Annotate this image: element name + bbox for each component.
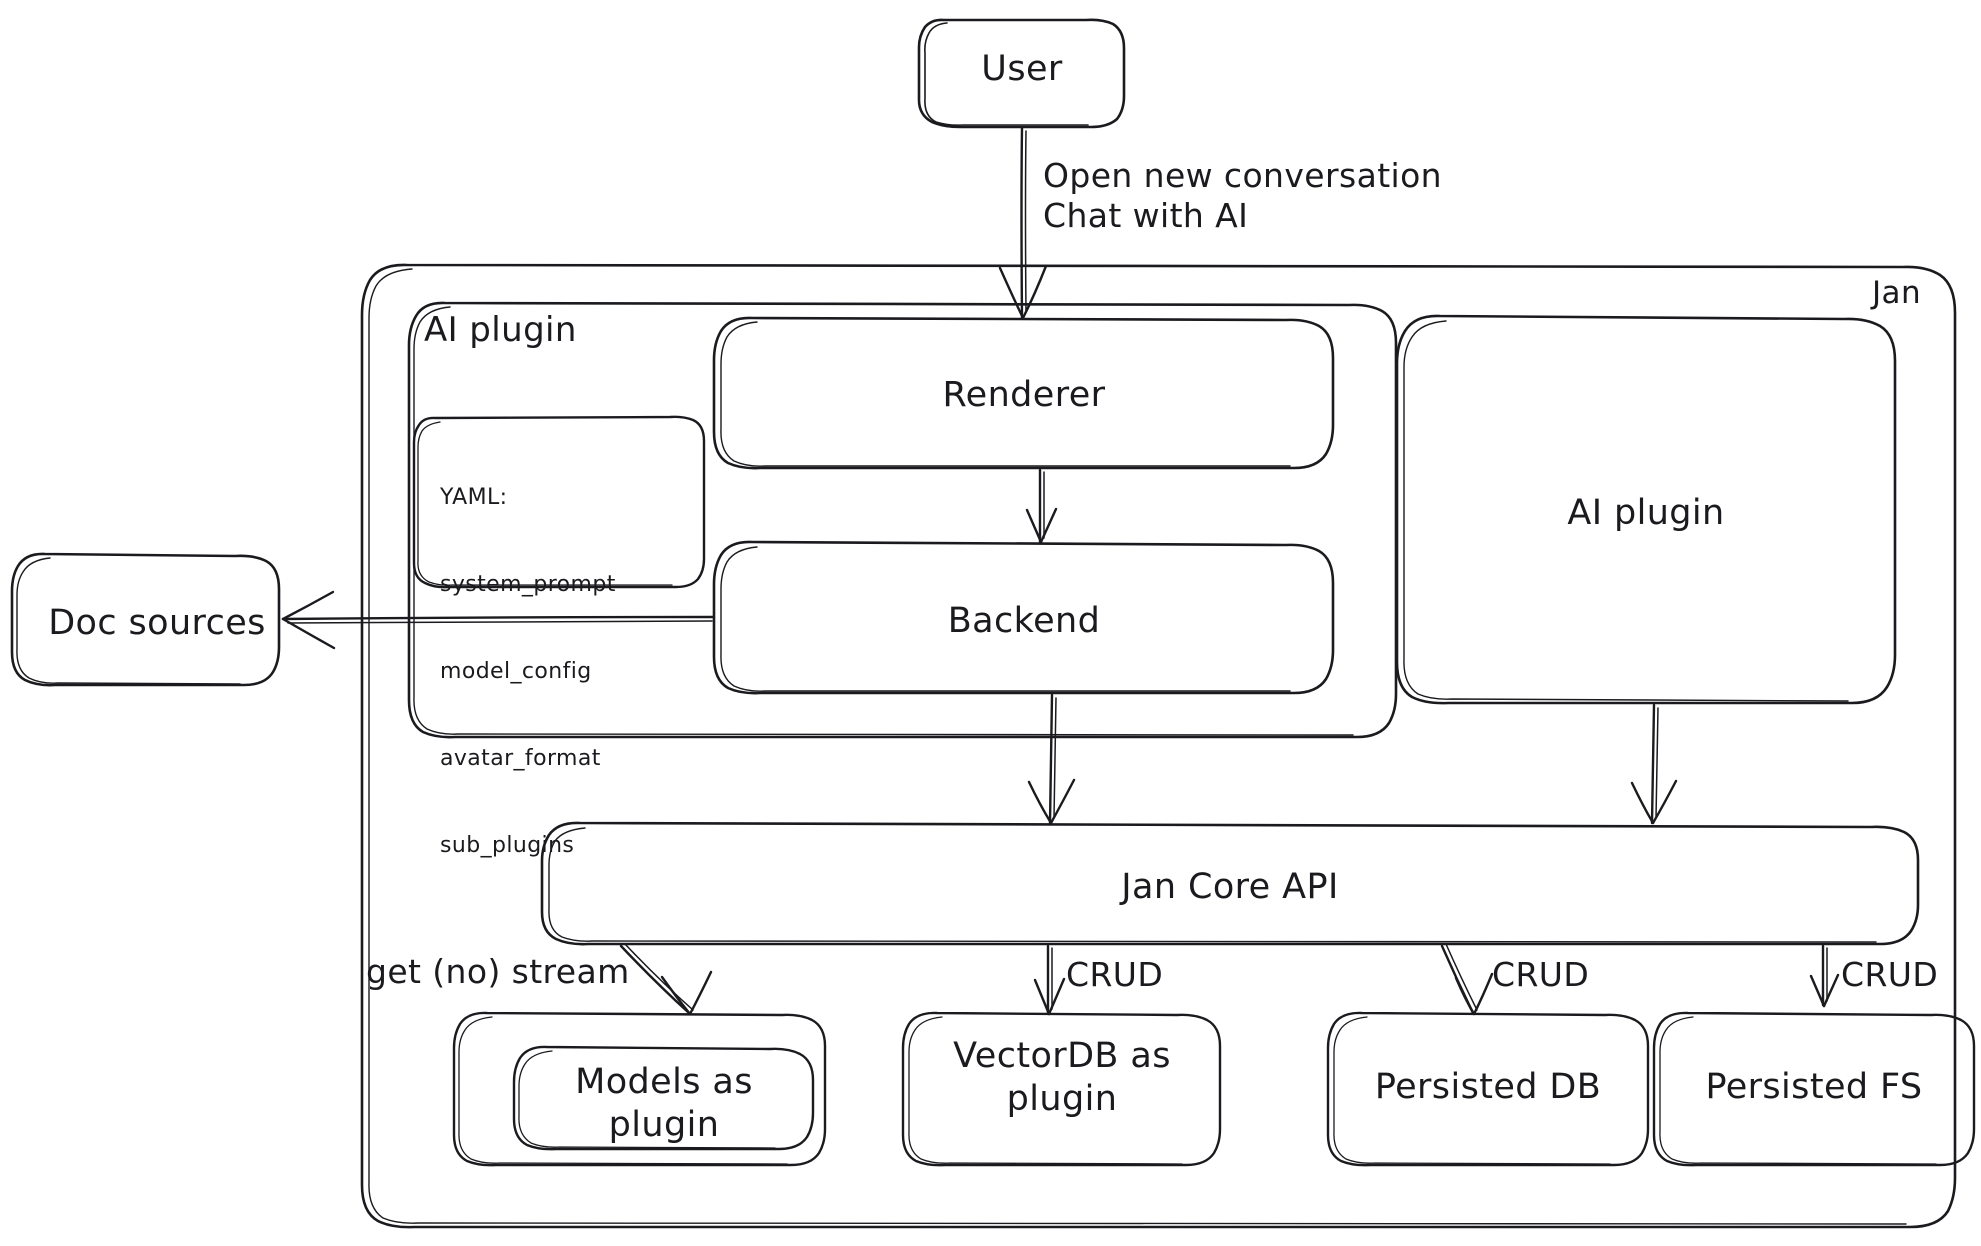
jan-container-shape [360, 263, 1957, 1229]
arrow-backend-to-doc-sources [281, 590, 716, 650]
vectordb-plugin-label: VectorDB as plugin [953, 1036, 1171, 1119]
arrow-core-to-models [619, 943, 713, 1016]
arrow-backend-to-core [1027, 693, 1076, 825]
backend-node-label: Backend [947, 601, 1101, 641]
models-plugin-back-box-shape [452, 1011, 827, 1167]
models-plugin-front-box-shape [512, 1045, 815, 1151]
yaml-key-avatar-format: avatar_format [440, 746, 601, 772]
doc-sources-label: Doc sources [48, 603, 266, 643]
arrow-core-to-vectordb [1033, 944, 1066, 1016]
edge-label-core-to-persisted-fs: CRUD [1841, 955, 1939, 994]
edge-label-core-to-persisted-db: CRUD [1492, 955, 1590, 994]
edge-label-user-to-renderer: Open new conversation Chat with AI [1043, 156, 1442, 237]
yaml-key-sub-plugins: sub_plugins [440, 833, 575, 859]
yaml-card-header: YAML: [440, 485, 508, 511]
arrow-ai-plugin-to-core [1630, 703, 1678, 825]
arrow-renderer-to-backend [1025, 468, 1058, 544]
ai-plugin-group-shape [407, 301, 1398, 739]
edge-label-core-to-models: get (no) stream [366, 952, 630, 991]
edge-label-core-to-vectordb: CRUD [1066, 955, 1164, 994]
yaml-card: YAML: system_prompt model_config avatar_… [440, 425, 616, 919]
persisted-db-label: Persisted DB [1374, 1067, 1602, 1107]
yaml-card-shape [412, 415, 706, 589]
persisted-fs-box-shape [1652, 1011, 1976, 1167]
renderer-box-shape [712, 316, 1335, 470]
persisted-db-box-shape [1326, 1011, 1650, 1167]
arrow-core-to-persisted-fs [1809, 944, 1840, 1008]
ai-plugin-group-label: AI plugin [424, 310, 577, 350]
ai-plugin-box-shape [1395, 314, 1897, 705]
arrow-user-to-renderer [998, 126, 1048, 320]
vectordb-box-shape [901, 1011, 1222, 1167]
jan-core-api-label: Jan Core API [1121, 867, 1339, 907]
user-box-shape [917, 18, 1126, 129]
yaml-key-model-config: model_config [440, 659, 592, 685]
edge-label-user-to-renderer-text: Open new conversation Chat with AI [1043, 156, 1443, 236]
user-node-label: User [981, 49, 1063, 89]
backend-box-shape [712, 540, 1335, 695]
renderer-node-label: Renderer [942, 375, 1106, 415]
ai-plugin-box-label: AI plugin [1567, 493, 1725, 533]
jan-core-api-box-shape [540, 821, 1920, 946]
arrow-core-to-persisted-db [1440, 943, 1494, 1016]
doc-sources-box-shape [10, 552, 281, 687]
persisted-fs-label: Persisted FS [1705, 1067, 1923, 1107]
yaml-key-system-prompt: system_prompt [440, 572, 616, 598]
models-plugin-label: Models as plugin [575, 1062, 753, 1145]
jan-container-label: Jan [1872, 275, 1921, 311]
